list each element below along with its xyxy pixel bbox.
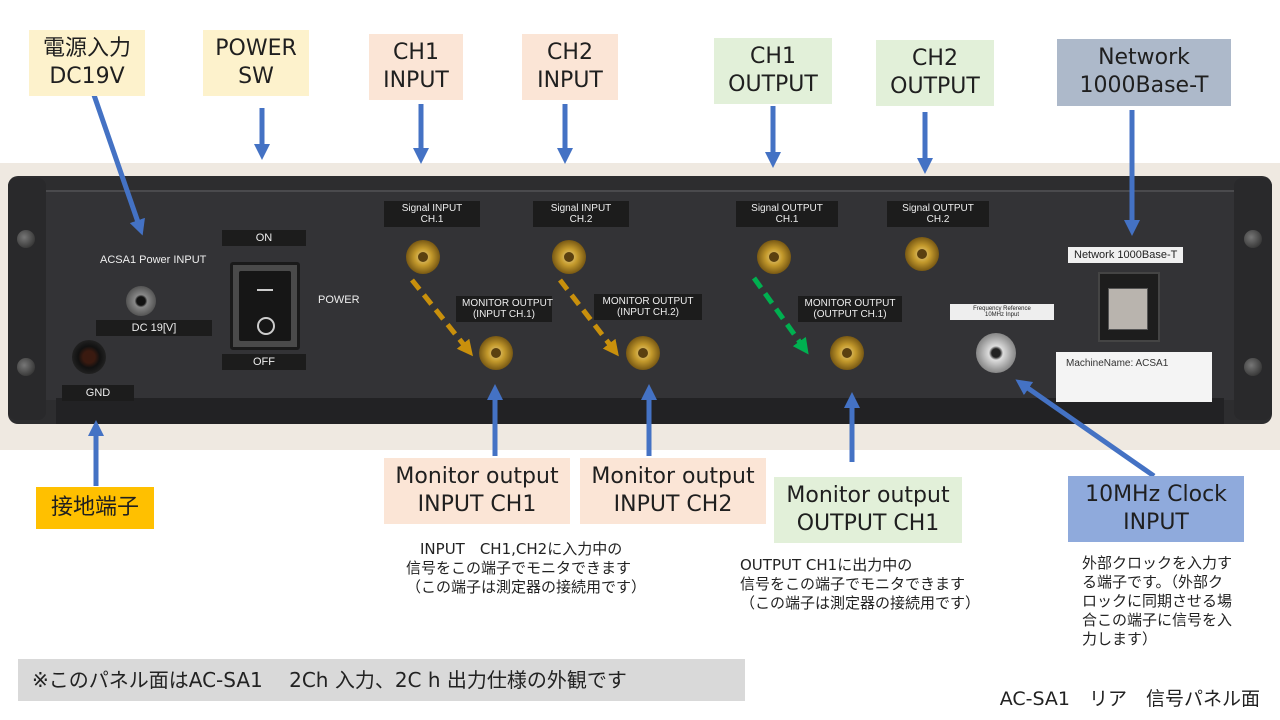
signal-output-ch1-connector[interactable] [757, 240, 791, 274]
acsa1-power-input-label: ACSA1 Power INPUT [100, 254, 207, 266]
network-panel-label: Network 1000Base-T [1068, 247, 1184, 263]
rj45-port[interactable] [1098, 272, 1160, 342]
on-label: ON [222, 230, 306, 246]
power-switch[interactable] [230, 262, 300, 350]
monitor-input-ch1-label: MONITOR OUTPUT(INPUT CH.1) [456, 296, 553, 322]
screw-icon [1244, 230, 1262, 248]
chassis-foot [56, 398, 1224, 424]
monitor-input-ch2-label: MONITOR OUTPUT(INPUT CH.2) [594, 294, 702, 320]
arrow-clock [1015, 379, 1156, 479]
power-label: POWER [318, 294, 360, 306]
signal-output-ch2-connector[interactable] [905, 237, 939, 271]
off-label: OFF [222, 354, 306, 370]
note-input-monitor: INPUT CH1,CH2に入力中の 信号をこの端子でモニタできます （この端子… [406, 540, 647, 596]
dc19v-label: DC 19[V] [96, 320, 212, 336]
screw-icon [1244, 358, 1262, 376]
dashed-arrow-ch1 [410, 278, 473, 357]
machine-name-plate: MachineName: ACSA1 [1056, 352, 1212, 402]
dc-jack-icon [126, 286, 156, 316]
monitor-output-ch1-label: MONITOR OUTPUT(OUTPUT CH.1) [798, 296, 902, 322]
dashed-arrow-ch2 [558, 278, 619, 357]
right-rack-bracket [1234, 178, 1272, 420]
signal-input-ch1-connector[interactable] [406, 240, 440, 274]
footer-note: ※このパネル面はAC-SA1 2Ch 入力、2C h 出力仕様の外観です [18, 659, 745, 701]
left-rack-bracket [8, 178, 46, 420]
footer-title: AC-SA1 リア 信号パネル面 [999, 688, 1260, 710]
gnd-panel-label: GND [62, 385, 134, 401]
callout-gnd: 接地端子 [36, 487, 154, 529]
note-output-monitor: OUTPUT CH1に出力中の 信号をこの端子でモニタできます （この端子は測定… [740, 556, 981, 612]
signal-input-ch2-connector[interactable] [552, 240, 586, 274]
note-clock: 外部クロックを入力す る端子です。（外部ク ロックに同期させる場 合この端子に信… [1082, 554, 1233, 648]
arrow-power-input [91, 94, 145, 236]
screw-icon [17, 358, 35, 376]
monitor-output-ch1-connector[interactable] [830, 336, 864, 370]
dashed-arrow-out-ch1 [751, 276, 809, 355]
bnc-connector[interactable] [976, 333, 1016, 373]
monitor-input-ch1-connector[interactable] [479, 336, 513, 370]
monitor-input-ch2-connector[interactable] [626, 336, 660, 370]
screw-icon [17, 230, 35, 248]
gnd-terminal-icon [72, 340, 106, 374]
